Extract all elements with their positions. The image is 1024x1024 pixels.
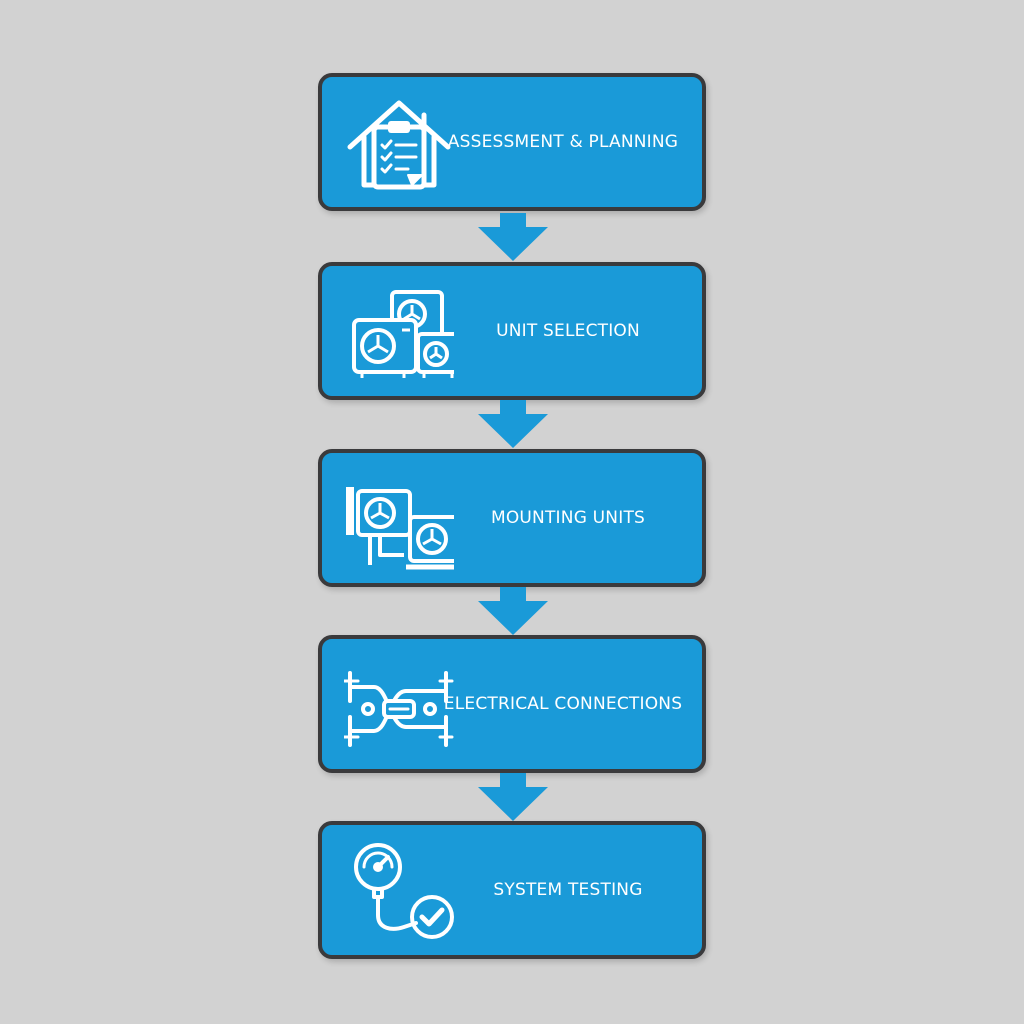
pressure-gauge-check-icon <box>344 837 454 943</box>
step-label: MOUNTING UNITS <box>490 508 646 528</box>
step-mounting-units: MOUNTING UNITS <box>318 449 706 587</box>
mounted-ac-units-icon <box>344 465 454 571</box>
arrow-down-icon <box>478 773 548 821</box>
step-label: SYSTEM TESTING <box>493 880 643 900</box>
arrow-down-icon <box>478 587 548 635</box>
ac-units-icon <box>344 278 454 384</box>
arrow-down-icon <box>478 400 548 448</box>
step-assessment-planning: ASSESSMENT & PLANNING <box>318 73 706 211</box>
step-system-testing: SYSTEM TESTING <box>318 821 706 959</box>
step-unit-selection: UNIT SELECTION <box>318 262 706 400</box>
arrow-down-icon <box>478 213 548 261</box>
step-label: ELECTRICAL CONNECTIONS <box>443 694 683 714</box>
step-electrical-connections: ELECTRICAL CONNECTIONS <box>318 635 706 773</box>
wiring-connections-icon <box>344 651 454 757</box>
step-label: UNIT SELECTION <box>496 321 640 341</box>
step-label: ASSESSMENT & PLANNING <box>447 132 679 152</box>
house-clipboard-icon <box>344 89 454 195</box>
